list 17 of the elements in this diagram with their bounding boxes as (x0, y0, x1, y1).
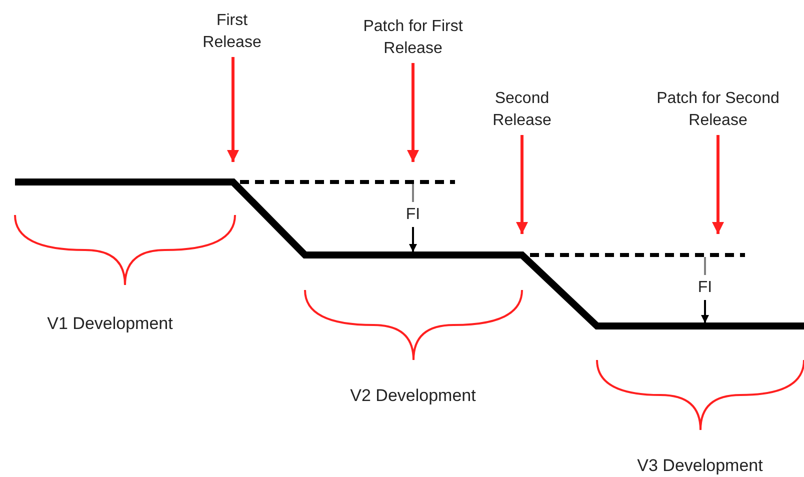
phase-label: V3 Development (636, 456, 764, 476)
arrow (227, 57, 239, 162)
arrow (409, 227, 417, 252)
connector-line (412, 184, 414, 202)
connector-line (704, 257, 706, 275)
release-label: Patch for First Release (348, 16, 478, 60)
release-label: Second Release (477, 88, 567, 132)
release-label: First Release (187, 10, 277, 54)
arrow (407, 63, 419, 162)
phase-label: V2 Development (349, 386, 477, 406)
phase-label: V1 Development (46, 314, 174, 334)
release-label: Patch for Second Release (633, 88, 803, 132)
release-label: FI (694, 277, 716, 299)
arrow (701, 300, 709, 323)
arrow (712, 135, 724, 234)
arrow (516, 135, 528, 234)
release-label: FI (402, 204, 424, 226)
